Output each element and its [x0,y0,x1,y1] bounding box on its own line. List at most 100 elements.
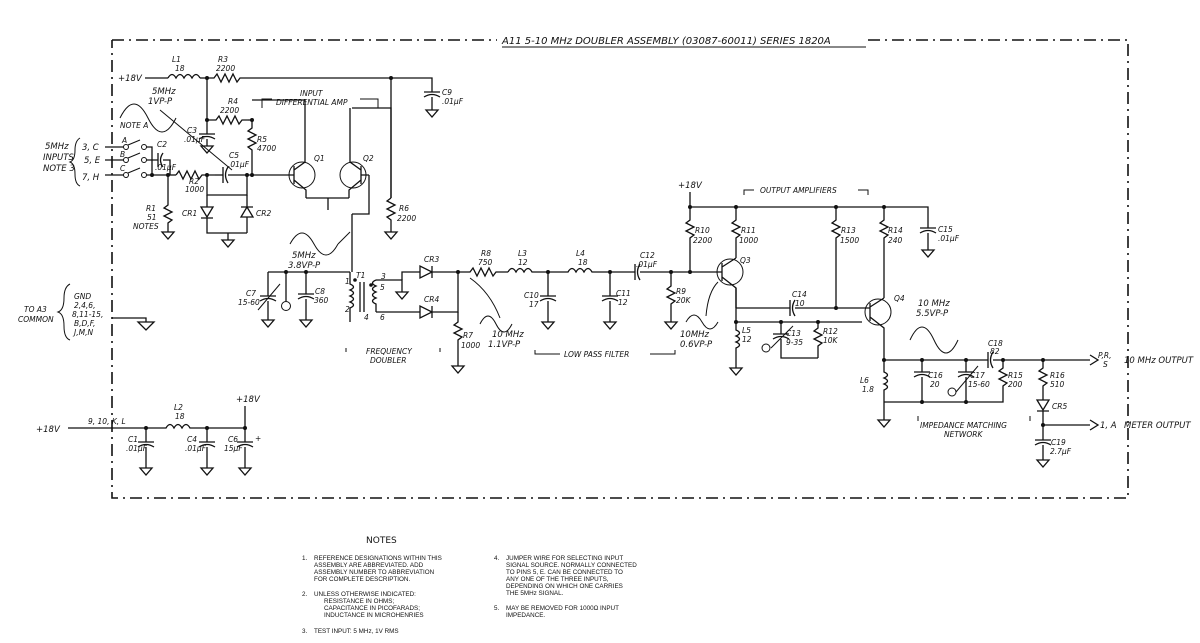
svg-text:.01μF: .01μF [636,260,658,269]
svg-text:9, 10, K, L: 9, 10, K, L [88,417,126,426]
inductor-L6: L6 1.8 [860,360,892,428]
transformer-T1: T1 1 2 3 4 5 6 [345,271,410,322]
svg-text:L2: L2 [174,403,183,412]
resistor-R12: R12 10K [812,322,839,358]
diode-CR1: CR1 [182,195,247,234]
capacitor-C8: C8 360 [297,272,329,328]
svg-text:5, E: 5, E [84,156,101,166]
note-4: 4. JUMPER WIRE FOR SELECTING INPUT SIGNA… [494,555,637,597]
svg-text:C2: C2 [157,140,167,149]
svg-text:TEST INPUT: 5 MHz, 1V RMS: TEST INPUT: 5 MHz, 1V RMS [314,628,399,635]
capacitor-C9: C9 .01μF [423,88,464,118]
input-label: 5MHz INPUTS NOTE 3 [43,142,75,174]
note-2: 2. UNLESS OTHERWISE INDICATED: RESISTANC… [302,591,424,619]
svg-text:C14: C14 [792,290,807,299]
svg-text:NETWORK: NETWORK [944,430,983,439]
svg-text:CR5: CR5 [1052,402,1067,411]
svg-text:Q1: Q1 [314,154,325,163]
transistor-Q1: Q1 [252,99,325,198]
svg-text:10 MHz: 10 MHz [918,299,950,309]
svg-text:NOTE 3: NOTE 3 [43,164,75,174]
svg-text:1000: 1000 [461,341,480,350]
resistor-R10: R10 2200 [684,207,712,272]
svg-text:METER OUTPUT: METER OUTPUT [1124,421,1191,431]
resistor-R5: R5 4700 [246,120,276,170]
svg-text:R13: R13 [841,226,856,235]
resistor-R8: R8 750 [458,249,508,278]
resistor-R11: R11 1000 [730,207,758,258]
svg-text:1.1VP-P: 1.1VP-P [488,340,521,350]
svg-text:2.: 2. [302,591,308,598]
svg-text:ASSEMBLY NUMBER TO ABBREVIATIO: ASSEMBLY NUMBER TO ABBREVIATION [314,569,435,576]
svg-text:IMPEDANCE MATCHING: IMPEDANCE MATCHING [920,421,1007,430]
capacitor-C1: C1 .01μF [126,428,155,476]
svg-text:L4: L4 [576,249,585,258]
svg-text:P,R,: P,R, [1098,351,1111,360]
supply-label-mid: +18V [678,181,703,191]
diode-CR2: CR2 [239,195,271,233]
svg-text:200: 200 [1008,380,1023,389]
svg-text:C12: C12 [640,251,655,260]
svg-text:1, A: 1, A [1100,421,1117,431]
svg-text:L1: L1 [172,55,181,64]
assembly-boundary [111,39,1129,499]
block-low-pass-filter: LOW PASS FILTER [534,350,676,359]
svg-text:SIGNAL SOURCE. NORMALLY CONNEC: SIGNAL SOURCE. NORMALLY CONNECTED [506,562,637,569]
svg-text:1.: 1. [302,555,308,562]
capacitor-C7: C7 15-60 [238,272,281,328]
inductor-L1: L1 18 [167,55,201,80]
svg-text:9-35: 9-35 [786,338,803,347]
svg-text:18: 18 [578,258,588,267]
resistor-R16: R16 510 [1037,360,1065,400]
svg-text:NOTES: NOTES [133,222,159,231]
svg-text:R15: R15 [1008,371,1023,380]
svg-text:FOR COMPLETE DESCRIPTION.: FOR COMPLETE DESCRIPTION. [314,576,410,583]
inductor-L4: L4 18 [548,249,610,274]
notes-title: NOTES [366,536,397,546]
svg-text:IMPEDANCE.: IMPEDANCE. [506,612,545,619]
svg-text:.01μF: .01μF [938,234,960,243]
svg-text:12: 12 [742,335,752,344]
capacitor-C18: C18 82 [980,339,1090,369]
svg-text:C15: C15 [938,225,953,234]
inductor-L5: L5 12 [728,322,752,376]
svg-text:5MHz: 5MHz [292,251,316,261]
svg-text:1VP-P: 1VP-P [148,97,173,107]
svg-text:S: S [1103,360,1108,369]
svg-text:C11: C11 [616,289,631,298]
capacitor-C15: C15 .01μF [919,225,960,258]
svg-text:15μF: 15μF [224,444,243,453]
input-pins: 3, C 5, E 7, H [82,143,101,183]
svg-text:5.5VP-P: 5.5VP-P [916,309,949,319]
svg-text:DEPENDING ON WHICH ONE CARRIES: DEPENDING ON WHICH ONE CARRIES [506,583,623,590]
svg-text:4: 4 [364,313,369,322]
svg-text:12: 12 [518,258,528,267]
svg-text:OUTPUT AMPLIFIERS: OUTPUT AMPLIFIERS [760,186,837,195]
svg-text:18: 18 [175,64,185,73]
svg-text:C: C [120,164,126,173]
common-connection: TO A3 COMMON GND 2,4,6, 8,11-15, B,D,F, … [18,283,156,341]
svg-text:4700: 4700 [257,144,276,153]
svg-text:10: 10 [795,299,805,308]
svg-text:4.: 4. [494,555,500,562]
svg-text:INPUTS: INPUTS [43,153,74,163]
note-1: 1. REFERENCE DESIGNATIONS WITHIN THIS AS… [302,555,442,583]
svg-text:COMMON: COMMON [18,315,54,324]
svg-text:2: 2 [345,305,350,314]
svg-text:C5: C5 [229,151,239,160]
supply-label-top: +18V [118,74,143,84]
transistor-Q2: Q2 [339,108,374,198]
capacitor-C13: C13 9-35 [761,322,818,359]
svg-text:L6: L6 [860,376,869,385]
svg-text:2200: 2200 [397,214,416,223]
resistor-R2: R2 1000 [175,169,215,194]
svg-text:R4: R4 [228,97,238,106]
svg-text:2200: 2200 [220,106,239,115]
resistor-R1: R1 51 NOTES [133,175,176,240]
svg-text:2200: 2200 [693,236,712,245]
svg-text:R12: R12 [823,327,838,336]
svg-text:510: 510 [1050,380,1065,389]
transistor-Q4: Q4 [864,294,905,360]
svg-text:750: 750 [478,258,493,267]
svg-text:C13: C13 [786,329,801,338]
